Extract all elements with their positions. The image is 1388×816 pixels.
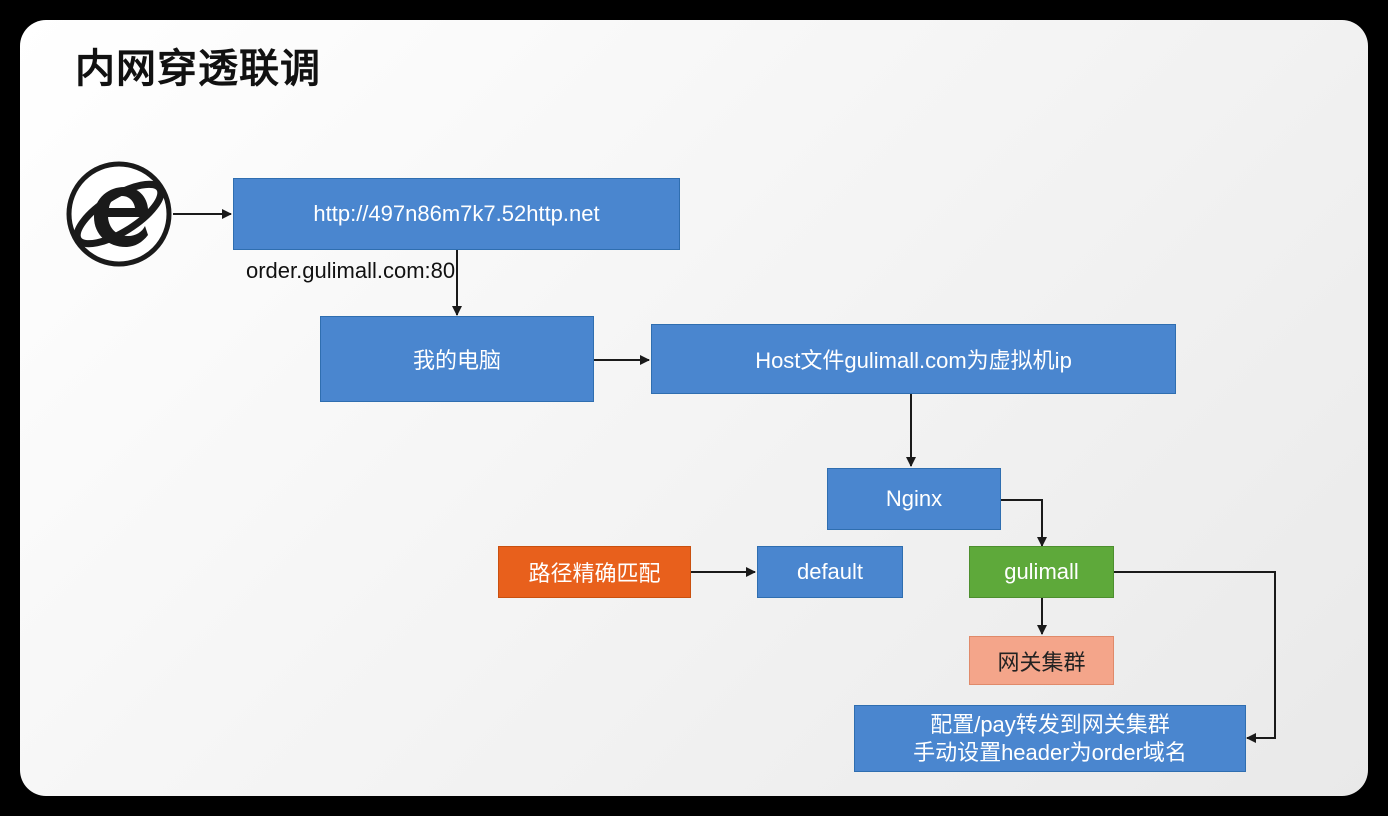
domain-annotation: order.gulimall.com:80: [246, 258, 456, 283]
pay-config-box: 配置/pay转发到网关集群 手动设置header为order域名: [854, 705, 1246, 772]
nginx-box: Nginx: [827, 468, 1001, 530]
slide: 内网穿透联调 http://497n86m7k7.52http.net orde…: [20, 20, 1368, 796]
default-box: default: [757, 546, 903, 598]
pay-config-line-1: 配置/pay转发到网关集群: [930, 711, 1170, 737]
pay-config-line-2: 手动设置header为order域名: [913, 739, 1187, 765]
host-file-box: Host文件gulimall.com为虚拟机ip: [651, 324, 1176, 394]
path-match-box: 路径精确匹配: [498, 546, 691, 598]
arrow-nginx-to-gulimall: [1001, 499, 1047, 547]
url-box: http://497n86m7k7.52http.net: [233, 178, 680, 250]
gulimall-box: gulimall: [969, 546, 1114, 598]
slide-title: 内网穿透联调: [75, 46, 321, 92]
my-computer-box: 我的电脑: [320, 316, 594, 402]
arrow-gulimall-to-config: [1114, 571, 1276, 743]
internet-explorer-icon: [66, 161, 172, 267]
connector-arrows: [173, 209, 1276, 743]
gateway-cluster-box: 网关集群: [969, 636, 1114, 685]
